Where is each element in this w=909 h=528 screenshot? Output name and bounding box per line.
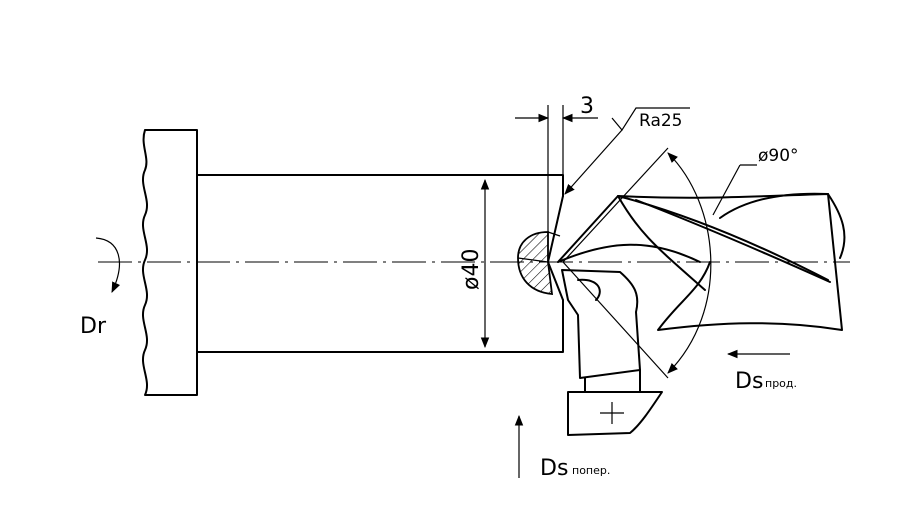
drill-flute: [617, 195, 706, 291]
drill-land-2: [635, 199, 831, 283]
angle-arc: [667, 152, 712, 374]
roughness-label: Ra25: [639, 111, 683, 131]
diameter-label: ø40: [459, 249, 484, 290]
cutter-tip-arc: [577, 278, 601, 301]
drill-flute-2: [557, 243, 701, 263]
cutter-shank: [584, 369, 641, 393]
longitudinal-feed-label: Ds: [735, 369, 763, 394]
cross-feed-subscript: попер.: [572, 464, 610, 477]
chamfer-width-label: 3: [580, 94, 594, 119]
chip-section-outline: [517, 231, 561, 263]
rotation-arrow: [95, 237, 121, 293]
roughness-symbol: [611, 107, 690, 132]
drill-body: [557, 193, 843, 331]
chip-section: [517, 231, 554, 295]
rotation-label: Dr: [80, 314, 107, 339]
angle-leader-2: [712, 164, 741, 216]
angle-extension-top: [562, 147, 669, 263]
drill-shank-break-2: [719, 192, 829, 219]
roughness-leader: [564, 129, 623, 195]
workpiece: [196, 174, 564, 353]
cross-feed-label: Ds: [540, 456, 568, 481]
cutter-holder: [567, 391, 663, 436]
angle-label: ø90°: [758, 146, 799, 166]
drill-shank-break: [827, 193, 846, 259]
longitudinal-feed-subscript: прод.: [765, 377, 797, 390]
angle-extension-bottom: [562, 261, 669, 379]
cutter-tip: [561, 269, 641, 379]
chuck-flange: [142, 129, 198, 396]
